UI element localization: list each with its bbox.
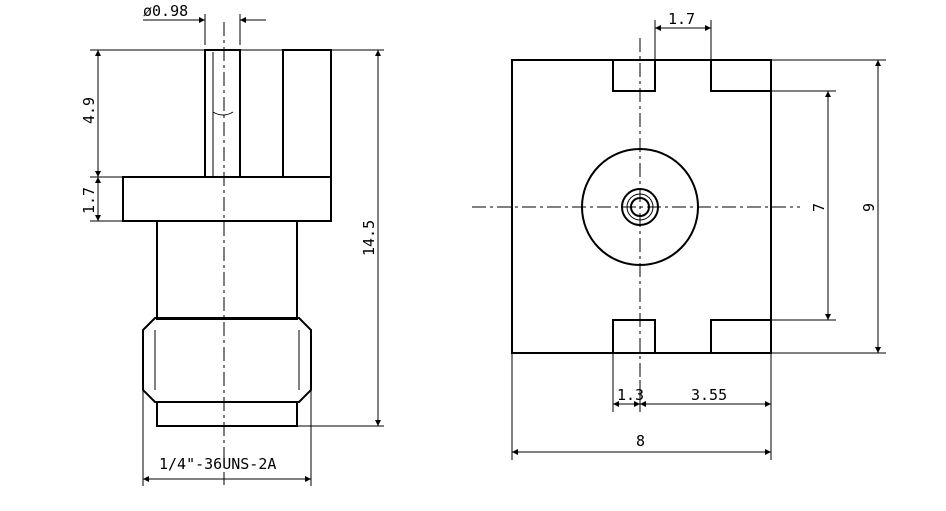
- dim-pin-height: 4.9: [80, 49, 283, 178]
- slot-bottom-left: [612, 319, 656, 353]
- dim-pin-diameter: ø0.98: [143, 2, 266, 45]
- dim-label-pin-height: 4.9: [80, 97, 98, 124]
- bottom-lip: [156, 401, 298, 427]
- dim-body-height: 9: [771, 59, 886, 354]
- threaded-nut: [142, 317, 312, 403]
- dim-slot-spacing: 3.55: [640, 353, 772, 412]
- dim-overall-height: 14.5: [297, 49, 384, 427]
- dim-body-width: 8: [511, 353, 772, 460]
- square-flange: [511, 59, 772, 354]
- front-view: 1.7 7 9 1.3 3.55: [472, 10, 886, 460]
- dim-inner-height: 7: [771, 90, 836, 321]
- slot-bottom-right: [710, 319, 771, 353]
- dim-label-inner-height: 7: [810, 203, 828, 212]
- body: [156, 220, 298, 320]
- dim-slot-offset: 1.3: [612, 353, 644, 412]
- slot-top-right: [710, 60, 771, 92]
- dim-label-overall-height: 14.5: [360, 220, 378, 256]
- dim-flange-thickness: 1.7: [80, 177, 123, 222]
- dim-label-body-height: 9: [860, 203, 878, 212]
- dim-label-thread: 1/4"-36UNS-2A: [159, 455, 276, 473]
- dim-label-slot-spacing: 3.55: [691, 386, 727, 404]
- connector-front-outline: [472, 38, 800, 408]
- dim-label-slot-width: 1.7: [668, 10, 695, 28]
- flange: [122, 176, 332, 222]
- dim-label-body-width: 8: [636, 432, 645, 450]
- dim-label-slot-offset: 1.3: [617, 386, 644, 404]
- center-pin: [204, 49, 241, 178]
- dim-label-flange-thickness: 1.7: [80, 187, 98, 214]
- dim-label-pin-diameter: ø0.98: [143, 2, 188, 20]
- ground-post: [282, 49, 332, 178]
- dim-thread: 1/4"-36UNS-2A: [142, 390, 312, 486]
- dim-slot-width: 1.7: [654, 10, 712, 60]
- connector-side-outline: [122, 22, 332, 485]
- slot-top-left: [612, 60, 656, 92]
- side-view: ø0.98 4.9 1.7 14.5 1/4"-36UNS-2A: [80, 2, 384, 486]
